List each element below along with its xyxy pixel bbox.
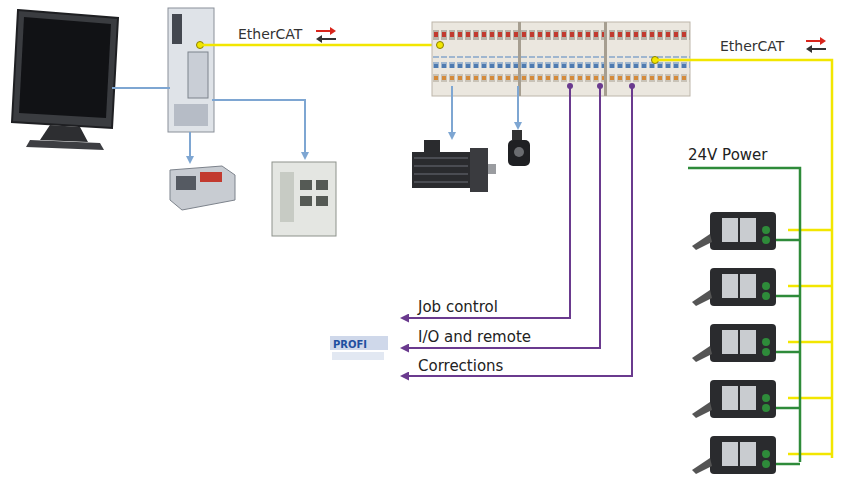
controller-pc — [168, 8, 214, 132]
network-switch — [272, 162, 336, 236]
bus-label: EtherCAT — [238, 25, 302, 43]
signal-label: Job control — [418, 298, 498, 316]
encoder — [508, 130, 530, 166]
rack-links — [452, 86, 518, 138]
ethercat-bus — [655, 60, 832, 458]
profinet-logo — [330, 336, 388, 360]
bus-label: EtherCAT — [720, 37, 784, 55]
servo-motor — [412, 140, 496, 192]
purple-dots — [567, 83, 635, 89]
monitor — [12, 10, 118, 150]
ethercat-cable — [200, 44, 440, 47]
signal-label: Corrections — [418, 357, 503, 375]
profinet-lines — [402, 86, 632, 376]
logo-text: PROFI — [333, 336, 367, 354]
power-bus — [688, 168, 800, 464]
signal-label: I/O and remote — [418, 328, 531, 346]
pc-links — [112, 88, 305, 162]
io-module — [170, 166, 235, 210]
field-devices — [692, 212, 776, 474]
power-label: 24V Power — [688, 146, 767, 164]
terminal-rack — [432, 22, 690, 96]
